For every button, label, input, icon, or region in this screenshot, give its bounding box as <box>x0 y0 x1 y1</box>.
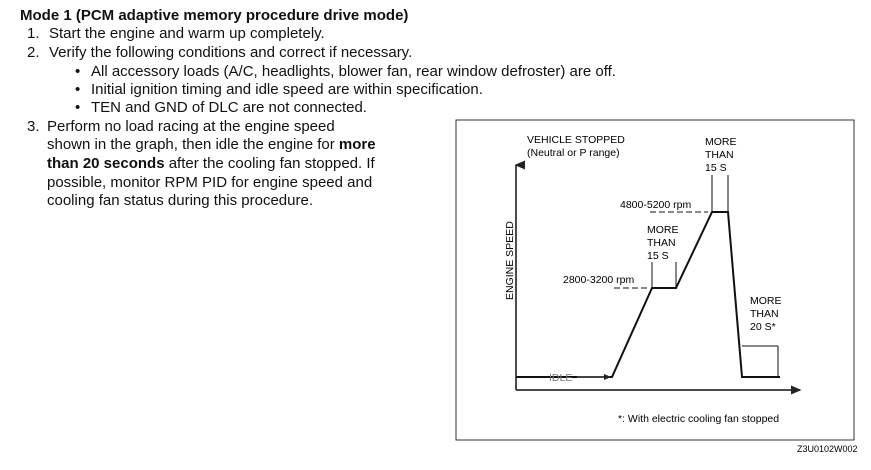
duration-label: 15 S <box>705 162 727 174</box>
mid-rpm-label: 2800-3200 rpm <box>563 274 634 286</box>
footnote: *: With electric cooling fan stopped <box>618 413 779 425</box>
bullet-text: Initial ignition timing and idle speed a… <box>91 81 483 98</box>
step-text: Start the engine and warm up completely. <box>49 25 325 42</box>
bullet-text: All accessory loads (A/C, headlights, bl… <box>91 63 616 80</box>
step-text: Verify the following conditions and corr… <box>49 44 413 61</box>
more-label: MORE <box>705 136 737 148</box>
than-label: THAN <box>750 308 779 320</box>
step-text-line: Perform no load racing at the engine spe… <box>47 118 335 135</box>
figure-code: Z3U0102W002 <box>797 444 858 454</box>
emphasis-text: than 20 seconds <box>47 155 165 172</box>
bullet-icon: • <box>75 81 81 98</box>
bullet-text: TEN and GND of DLC are not connected. <box>91 99 367 116</box>
step-text-line: than 20 seconds after the cooling fan st… <box>47 154 375 173</box>
more-label: MORE <box>647 224 679 236</box>
graph-header: VEHICLE STOPPED <box>527 134 625 146</box>
step-text-line: shown in the graph, then idle the engine… <box>47 135 376 154</box>
graph-frame <box>455 119 855 441</box>
more-label: MORE <box>750 295 782 307</box>
y-axis-label: ENGINE SPEED <box>504 221 516 300</box>
page-title: Mode 1 (PCM adaptive memory procedure dr… <box>20 7 409 24</box>
idle-label: IDLE <box>549 372 572 384</box>
step-number: 3. <box>27 118 40 135</box>
graph-header-sub: (Neutral or P range) <box>527 147 620 159</box>
step-text: shown in the graph, then idle the engine… <box>47 136 339 153</box>
emphasis-text: more <box>338 136 376 153</box>
speed-curve <box>516 211 780 378</box>
than-label: THAN <box>705 149 734 161</box>
duration-label: 20 S* <box>750 321 776 333</box>
bullet-icon: • <box>75 99 81 116</box>
high-rpm-label: 4800-5200 rpm <box>620 199 691 211</box>
step-number: 1. <box>27 25 40 42</box>
step-number: 2. <box>27 44 40 61</box>
step-text: after the cooling fan stopped. If <box>164 155 375 172</box>
than-label: THAN <box>647 237 676 249</box>
step-text-line: cooling fan status during this procedure… <box>47 192 313 209</box>
step-text-line: possible, monitor RPM PID for engine spe… <box>47 174 373 191</box>
bullet-icon: • <box>75 63 81 80</box>
duration-label: 15 S <box>647 250 669 262</box>
